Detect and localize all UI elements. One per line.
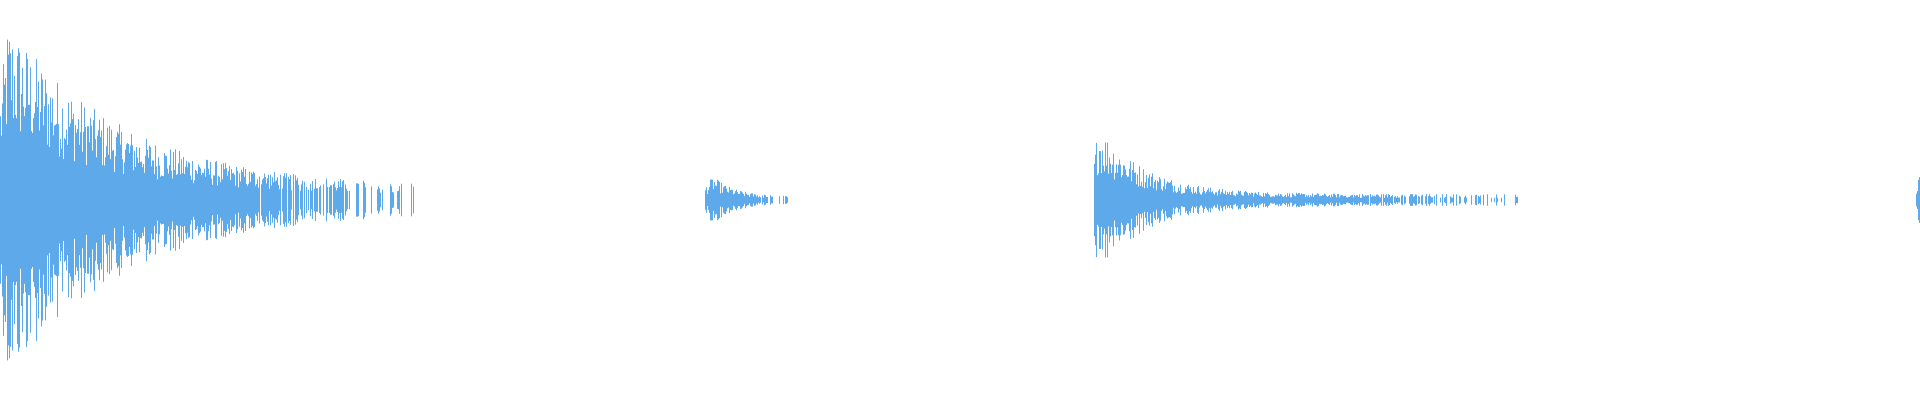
waveform-segment-burst-3	[1094, 142, 1518, 258]
waveform-path	[1916, 177, 1920, 223]
waveform-path	[0, 39, 414, 361]
waveform-path	[705, 179, 788, 221]
waveform-track	[0, 39, 1920, 361]
waveform-segment-burst-1	[0, 39, 414, 361]
waveform-segment-burst-4	[1916, 177, 1920, 223]
waveform-path	[1094, 142, 1518, 258]
waveform-segment-burst-2	[705, 179, 788, 221]
